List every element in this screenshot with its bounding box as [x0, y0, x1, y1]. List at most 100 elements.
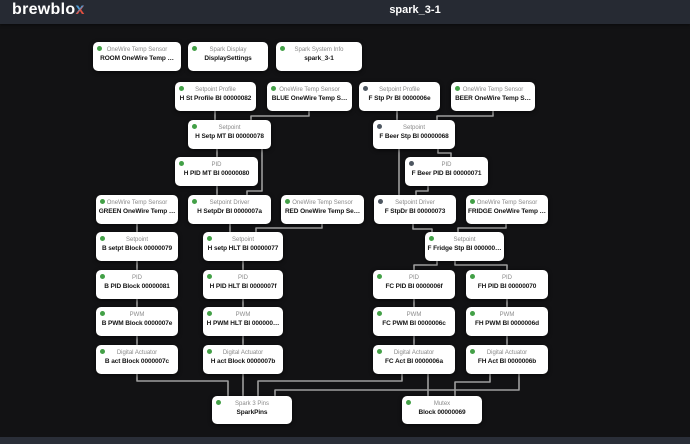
block-name-label: ROOM OneWire Temp … — [100, 55, 174, 62]
block-type-label: Digital Actuator — [393, 350, 435, 356]
connection-b-act-spark-pins — [136, 374, 229, 396]
connection-red-sensor-h-setp-hlt — [255, 224, 323, 232]
block-name-label: H PID HLT BI 0000007f — [209, 283, 277, 290]
connection-f-fridge-stp-fh-pid — [454, 261, 508, 270]
connection-fc-act-spark-pins — [257, 374, 403, 396]
block-type-label: Setpoint — [218, 125, 241, 131]
block-name-label: Block 00000069 — [418, 409, 466, 416]
status-dot-icon — [100, 199, 105, 204]
block-type-label: Setpoint Driver — [395, 200, 435, 206]
status-dot-icon — [285, 199, 290, 204]
status-dot-icon — [363, 86, 368, 91]
logo-text: brewblo — [12, 1, 76, 18]
status-dot-icon — [377, 274, 382, 279]
block-name-label: FC Act BI 0000006a — [385, 358, 443, 365]
block-name-label: FH PID BI 00000070 — [477, 283, 537, 290]
block-h-pwm-hlt[interactable]: PWM H PWM HLT BI 000000… — [203, 307, 283, 336]
connection-beer-sensor-f-beer-stp — [436, 111, 494, 120]
block-type-label: OneWire Temp Sensor — [476, 200, 538, 206]
block-type-label: Setpoint Profile — [379, 87, 420, 93]
connection-h-setp-mt-h-setpdr — [246, 149, 263, 195]
status-dot-icon — [192, 46, 197, 51]
block-name-label: GREEN OneWire Temp … — [98, 208, 176, 215]
block-type-label: PWM — [129, 312, 145, 318]
block-name-label: B PID Block 00000081 — [104, 283, 170, 290]
block-type-label: PID — [408, 275, 419, 281]
status-dot-icon — [100, 274, 105, 279]
connection-f-beer-stp-f-beer-pid — [437, 149, 452, 157]
block-name-label: B act Block 0000007c — [104, 358, 170, 365]
status-dot-icon — [406, 400, 411, 405]
status-dot-icon — [207, 349, 212, 354]
status-dot-icon — [192, 124, 197, 129]
connection-f-fridge-stp-fc-pid — [413, 261, 438, 270]
block-type-label: PWM — [499, 312, 515, 318]
connection-f-beer-pid-f-stpdr — [415, 186, 429, 195]
app-header: brewblox spark_3-1 — [0, 0, 690, 24]
block-type-label: PID — [501, 275, 512, 281]
brewblox-logo[interactable]: brewblox — [12, 1, 85, 19]
block-type-label: Spark System Info — [294, 47, 344, 53]
block-name-label: B setpt Block 00000079 — [101, 245, 173, 252]
block-name-label: F Beer PID BI 00000071 — [411, 170, 482, 177]
block-type-label: Digital Actuator — [116, 350, 158, 356]
status-dot-icon — [97, 46, 102, 51]
block-name-label: H PWM HLT BI 000000… — [206, 320, 280, 327]
block-name-label: RED OneWire Temp Se… — [284, 208, 361, 215]
block-type-label: PWM — [235, 312, 251, 318]
block-b-act[interactable]: Digital Actuator B act Block 0000007c — [96, 345, 178, 374]
block-name-label: FH Act BI 0000006b — [477, 358, 537, 365]
status-dot-icon — [207, 311, 212, 316]
connection-fh-act-mutex — [454, 374, 491, 396]
block-name-label: DisplaySettings — [204, 55, 252, 62]
status-dot-icon — [409, 161, 414, 166]
status-dot-icon — [378, 199, 383, 204]
block-type-label: PWM — [406, 312, 422, 318]
horizontal-scrollbar[interactable] — [0, 437, 690, 444]
block-name-label: spark_3-1 — [304, 55, 334, 62]
status-dot-icon — [179, 86, 184, 91]
block-type-label: OneWire Temp Sensor — [106, 47, 168, 53]
block-fc-act[interactable]: Digital Actuator FC Act BI 0000006a — [373, 345, 455, 374]
logo-x-icon: x — [75, 1, 85, 18]
block-fh-pid[interactable]: PID FH PID BI 00000070 — [466, 270, 548, 299]
block-type-label: Setpoint — [453, 237, 476, 243]
block-f-stpdr[interactable]: Setpoint Driver F StpDr BI 00000073 — [374, 195, 456, 224]
block-name-label: H SetpDr BI 0000007a — [197, 208, 262, 215]
connection-fridge-sensor-f-fridge-stp — [457, 224, 507, 232]
block-spark-system-info[interactable]: Spark System Info spark_3-1 — [276, 42, 362, 71]
block-name-label: BLUE OneWire Temp S… — [271, 95, 348, 102]
block-name-label: H act Block 0000007b — [210, 358, 276, 365]
block-name-label: F StpDr BI 00000073 — [384, 208, 446, 215]
